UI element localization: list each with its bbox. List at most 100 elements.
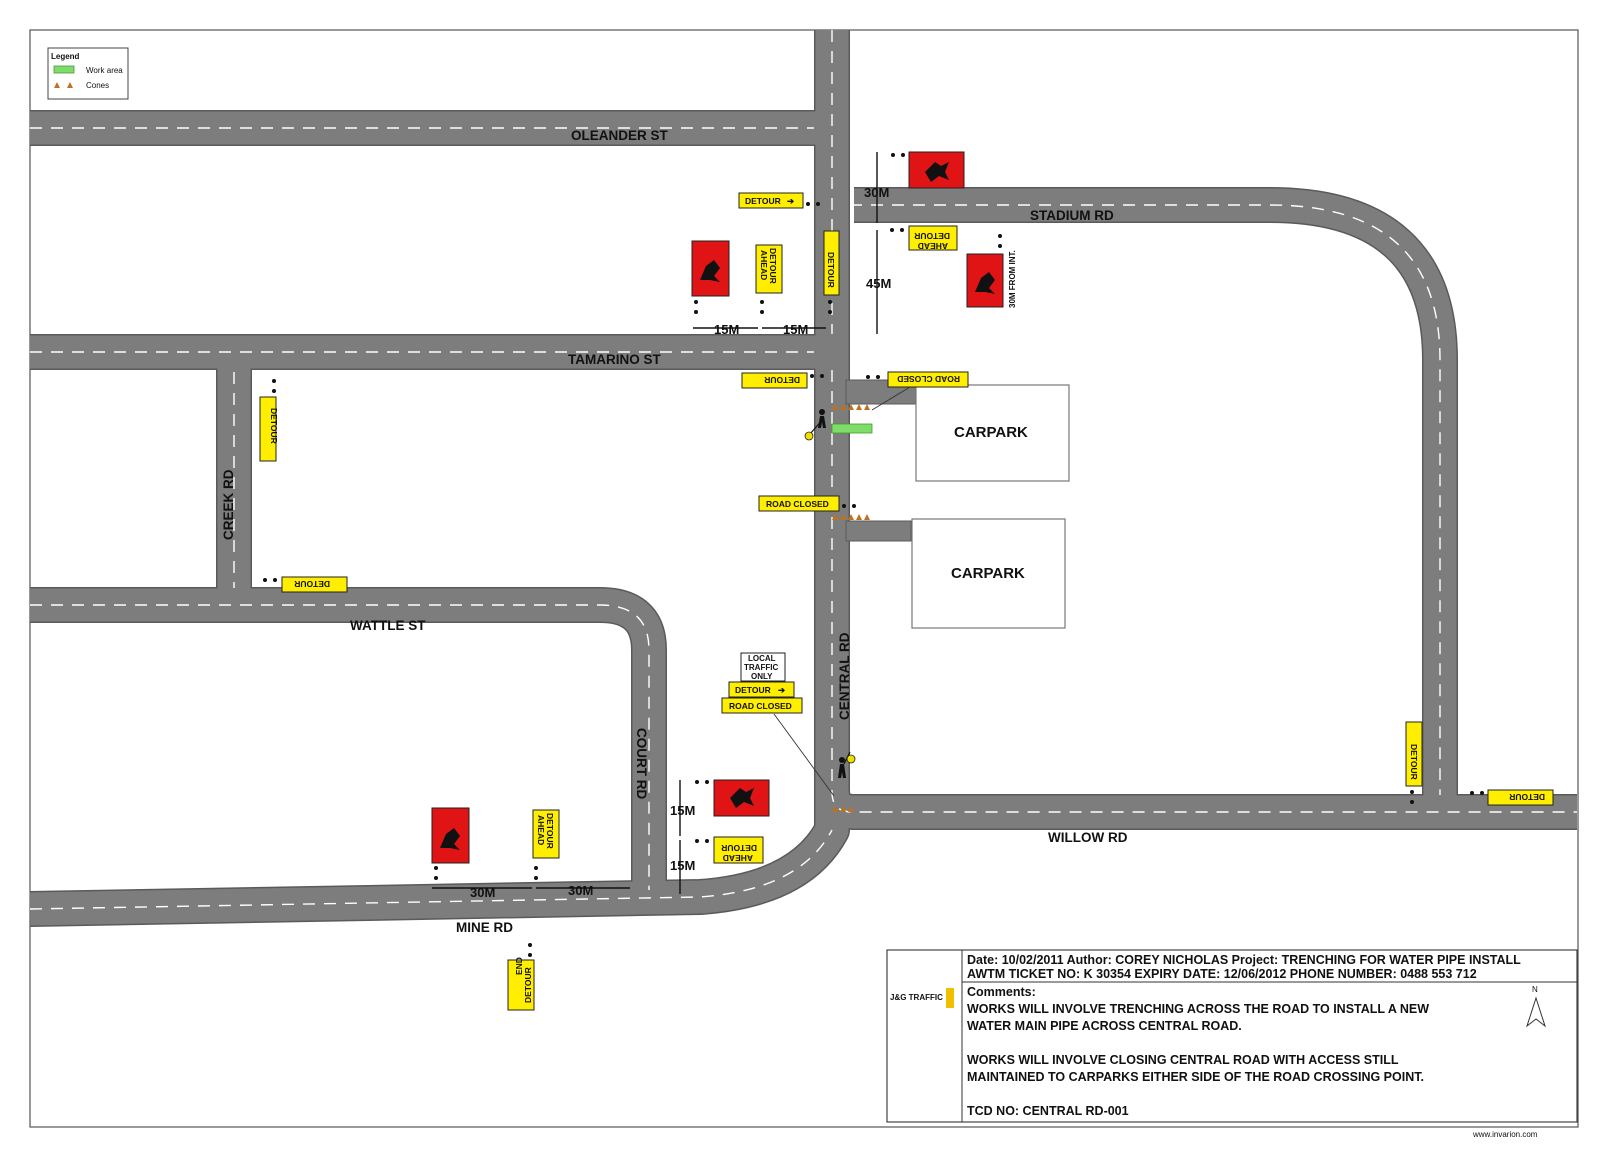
svg-text:LOCAL: LOCAL bbox=[748, 654, 776, 663]
dim-label: 45M bbox=[866, 276, 891, 291]
road-label-stadium: STADIUM RD bbox=[1030, 208, 1114, 223]
logo-mark bbox=[946, 988, 954, 1008]
road-label-court: COURT RD bbox=[634, 728, 649, 799]
comment-line: MAINTAINED TO CARPARKS EITHER SIDE OF TH… bbox=[967, 1070, 1424, 1084]
comment-line: WATER MAIN PIPE ACROSS CENTRAL ROAD. bbox=[967, 1019, 1242, 1033]
svg-text:ROAD CLOSED: ROAD CLOSED bbox=[897, 374, 960, 384]
carpark-north bbox=[915, 384, 1070, 482]
info-panel: Date: 10/02/2011 Author: COREY NICHOLAS … bbox=[886, 949, 1578, 1123]
comment-line: WORKS WILL INVOLVE CLOSING CENTRAL ROAD … bbox=[967, 1053, 1399, 1067]
svg-text:DETOUR: DETOUR bbox=[764, 375, 800, 385]
tcd-number: TCD NO: CENTRAL RD-001 bbox=[967, 1104, 1129, 1118]
traffic-controller-icon bbox=[838, 751, 856, 778]
detour-ahead-sign-2: DETOUR AHEAD bbox=[908, 225, 958, 251]
svg-text:ONLY: ONLY bbox=[751, 672, 773, 681]
detour-sign-1: DETOUR ➔ bbox=[738, 192, 804, 209]
north-label: N bbox=[1532, 985, 1538, 994]
from-intersection-note: 30M FROM INT. bbox=[1008, 250, 1017, 308]
road-closed-sign-2: ROAD CLOSED bbox=[758, 495, 840, 512]
detour-ahead-sign-1: DETOUR AHEAD bbox=[755, 244, 783, 294]
roadwork-sign-1 bbox=[908, 151, 965, 189]
svg-text:AHEAD: AHEAD bbox=[759, 250, 769, 280]
roadwork-sign-5 bbox=[431, 807, 470, 864]
road-closed-sign-1: ROAD CLOSED bbox=[887, 371, 969, 388]
detour-sign-2: DETOUR bbox=[823, 230, 840, 296]
dimensions: 30M 45M 15M 15M 15M 15M 30M 30M bbox=[432, 152, 891, 900]
detour-sign-6: DETOUR ➔ bbox=[728, 681, 795, 698]
svg-text:DETOUR: DETOUR bbox=[1509, 792, 1545, 802]
legend-cones: Cones bbox=[86, 81, 109, 90]
cone-icon bbox=[832, 404, 870, 410]
legend-work-area: Work area bbox=[86, 66, 123, 75]
dim-label: 30M bbox=[568, 883, 593, 898]
end-detour-sign: END DETOUR bbox=[507, 957, 535, 1011]
detour-sign-5: DETOUR bbox=[281, 576, 348, 593]
roadwork-sign-4 bbox=[713, 779, 770, 817]
carpark-north-label: CARPARK bbox=[954, 424, 1028, 441]
comments-label: Comments: bbox=[967, 985, 1036, 999]
dim-label: 30M bbox=[470, 885, 495, 900]
road-label-creek: CREEK RD bbox=[221, 469, 236, 540]
svg-text:DETOUR: DETOUR bbox=[545, 813, 555, 849]
road-label-oleander: OLEANDER ST bbox=[571, 128, 669, 143]
svg-text:DETOUR: DETOUR bbox=[523, 967, 533, 1003]
cone-icon bbox=[54, 82, 73, 88]
detour-sign-4: DETOUR bbox=[259, 396, 279, 462]
road-label-tamarino: TAMARINO ST bbox=[568, 352, 661, 367]
traffic-controller-icon bbox=[804, 409, 826, 441]
svg-text:DETOUR: DETOUR bbox=[269, 408, 279, 444]
svg-text:DETOUR: DETOUR bbox=[914, 231, 950, 241]
page-frame bbox=[29, 29, 1579, 1128]
company-logo: J&G TRAFFIC bbox=[890, 993, 943, 1002]
svg-text:ROAD CLOSED: ROAD CLOSED bbox=[729, 701, 792, 711]
svg-text:TRAFFIC: TRAFFIC bbox=[744, 663, 778, 672]
dim-label: 30M bbox=[864, 185, 889, 200]
svg-text:AHEAD: AHEAD bbox=[723, 853, 753, 863]
road-label-wattle: WATTLE ST bbox=[350, 618, 426, 633]
roadwork-sign-2 bbox=[691, 240, 730, 297]
svg-text:DETOUR: DETOUR bbox=[745, 196, 781, 206]
legend-title: Legend bbox=[51, 52, 80, 61]
svg-text:DETOUR: DETOUR bbox=[735, 685, 771, 695]
footer-credit: www.invarion.com bbox=[1472, 1130, 1538, 1139]
cone-icon bbox=[832, 806, 854, 812]
road-closed-sign-3: ROAD CLOSED bbox=[721, 697, 803, 714]
detour-sign-3: DETOUR bbox=[741, 372, 808, 389]
work-area bbox=[831, 423, 873, 434]
detour-sign-7: DETOUR bbox=[1405, 721, 1423, 787]
svg-text:DETOUR: DETOUR bbox=[826, 252, 836, 288]
info-line-2: AWTM TICKET NO: K 30354 EXPIRY DATE: 12/… bbox=[967, 967, 1477, 981]
svg-text:DETOUR: DETOUR bbox=[294, 579, 330, 589]
detour-ahead-sign-3: DETOUR AHEAD bbox=[713, 836, 764, 864]
roadwork-sign-3 bbox=[966, 253, 1004, 308]
info-line-1: Date: 10/02/2011 Author: COREY NICHOLAS … bbox=[967, 953, 1521, 967]
work-area-swatch bbox=[53, 65, 75, 74]
road-label-willow: WILLOW RD bbox=[1048, 830, 1128, 845]
roads bbox=[29, 30, 1577, 927]
dim-label: 15M bbox=[714, 322, 739, 337]
road-label-mine: MINE RD bbox=[456, 920, 513, 935]
detour-sign-8: DETOUR bbox=[1487, 789, 1554, 806]
road-label-central: CENTRAL RD bbox=[837, 632, 852, 720]
carpark-south-label: CARPARK bbox=[951, 565, 1025, 582]
svg-text:AHEAD: AHEAD bbox=[536, 815, 546, 845]
dim-label: 15M bbox=[670, 858, 695, 873]
detour-ahead-sign-4: DETOUR AHEAD bbox=[532, 809, 560, 859]
north-arrow-icon bbox=[1526, 996, 1546, 1028]
svg-text:DETOUR: DETOUR bbox=[721, 843, 757, 853]
local-traffic-sign: LOCAL TRAFFIC ONLY bbox=[740, 652, 786, 682]
dim-label: 15M bbox=[783, 322, 808, 337]
svg-text:DETOUR: DETOUR bbox=[1409, 744, 1419, 780]
svg-text:➔: ➔ bbox=[787, 196, 795, 206]
svg-text:ROAD CLOSED: ROAD CLOSED bbox=[766, 499, 829, 509]
svg-text:➔: ➔ bbox=[778, 685, 786, 695]
cone-icon bbox=[832, 514, 870, 520]
dim-label: 15M bbox=[670, 803, 695, 818]
svg-text:AHEAD: AHEAD bbox=[918, 241, 948, 251]
svg-text:END: END bbox=[514, 957, 524, 975]
carpark-south bbox=[911, 518, 1066, 629]
legend: Legend Work area Cones bbox=[47, 47, 129, 100]
comment-line: WORKS WILL INVOLVE TRENCHING ACROSS THE … bbox=[967, 1002, 1429, 1016]
svg-text:DETOUR: DETOUR bbox=[768, 248, 778, 284]
